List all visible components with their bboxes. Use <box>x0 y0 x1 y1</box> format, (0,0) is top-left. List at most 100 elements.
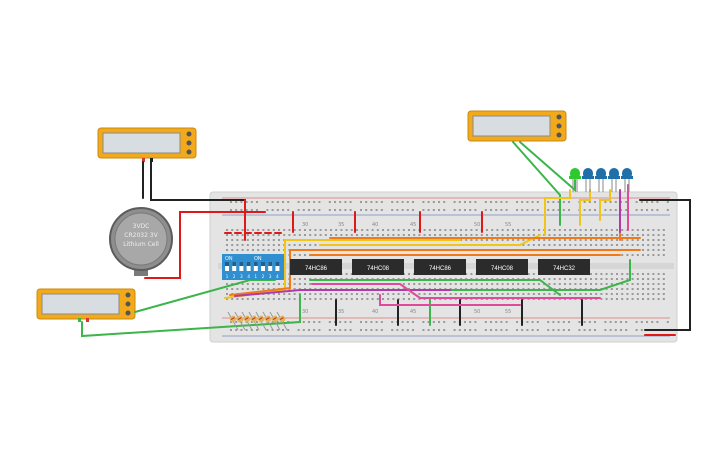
breadboard-hole[interactable] <box>391 201 394 203</box>
breadboard-hole[interactable] <box>361 229 364 231</box>
breadboard-hole[interactable] <box>584 239 587 241</box>
breadboard-hole[interactable] <box>267 288 270 290</box>
breadboard-hole[interactable] <box>428 229 431 231</box>
breadboard-hole[interactable] <box>412 209 414 211</box>
breadboard-hole[interactable] <box>231 249 234 251</box>
breadboard-hole[interactable] <box>506 234 509 236</box>
breadboard-hole[interactable] <box>444 234 447 236</box>
breadboard-hole[interactable] <box>583 209 586 211</box>
breadboard-hole[interactable] <box>610 298 613 300</box>
breadboard-hole[interactable] <box>309 293 312 295</box>
breadboard-hole[interactable] <box>574 244 577 246</box>
breadboard-hole[interactable] <box>621 273 624 275</box>
breadboard-hole[interactable] <box>401 209 404 211</box>
breadboard-hole[interactable] <box>297 329 300 331</box>
breadboard-hole[interactable] <box>516 321 518 323</box>
breadboard-hole[interactable] <box>412 201 414 203</box>
breadboard-hole[interactable] <box>298 278 301 280</box>
breadboard-hole[interactable] <box>636 298 639 300</box>
breadboard-hole[interactable] <box>657 278 660 280</box>
breadboard-hole[interactable] <box>469 321 472 323</box>
breadboard-hole[interactable] <box>642 229 644 231</box>
breadboard-hole[interactable] <box>278 239 280 241</box>
breadboard-hole[interactable] <box>583 329 586 331</box>
breadboard-hole[interactable] <box>330 298 332 300</box>
breadboard-hole[interactable] <box>428 293 431 295</box>
breadboard-hole[interactable] <box>304 293 306 295</box>
breadboard-hole[interactable] <box>600 283 603 285</box>
led-blue[interactable] <box>582 168 594 192</box>
breadboard-hole[interactable] <box>635 329 638 331</box>
breadboard-hole[interactable] <box>314 298 317 300</box>
breadboard-hole[interactable] <box>666 321 669 323</box>
breadboard-hole[interactable] <box>276 209 279 211</box>
breadboard-hole[interactable] <box>527 244 530 246</box>
breadboard-hole[interactable] <box>657 244 660 246</box>
breadboard-hole[interactable] <box>516 201 518 203</box>
breadboard-hole[interactable] <box>495 201 498 203</box>
chip-74hc86-2[interactable]: 74HC86 <box>414 259 466 275</box>
breadboard-hole[interactable] <box>298 283 301 285</box>
breadboard-hole[interactable] <box>600 229 603 231</box>
breadboard-hole[interactable] <box>402 229 405 231</box>
breadboard-hole[interactable] <box>402 234 405 236</box>
breadboard-hole[interactable] <box>626 298 629 300</box>
breadboard-hole[interactable] <box>454 283 457 285</box>
breadboard-hole[interactable] <box>605 244 608 246</box>
breadboard-hole[interactable] <box>594 329 596 331</box>
breadboard-hole[interactable] <box>564 293 566 295</box>
breadboard-hole[interactable] <box>339 201 342 203</box>
breadboard-hole[interactable] <box>609 321 612 323</box>
breadboard-hole[interactable] <box>345 298 348 300</box>
breadboard-hole[interactable] <box>604 321 607 323</box>
breadboard-hole[interactable] <box>266 201 269 203</box>
meter-knob-icon[interactable] <box>186 140 192 146</box>
breadboard-hole[interactable] <box>423 293 426 295</box>
breadboard-hole[interactable] <box>656 209 659 211</box>
breadboard-hole[interactable] <box>241 234 244 236</box>
breadboard-hole[interactable] <box>245 329 248 331</box>
breadboard-hole[interactable] <box>636 273 639 275</box>
breadboard-hole[interactable] <box>636 283 639 285</box>
breadboard-hole[interactable] <box>474 329 477 331</box>
breadboard-hole[interactable] <box>309 234 312 236</box>
breadboard-hole[interactable] <box>625 201 628 203</box>
breadboard-hole[interactable] <box>647 293 650 295</box>
breadboard-hole[interactable] <box>652 278 655 280</box>
breadboard-hole[interactable] <box>226 293 228 295</box>
breadboard-hole[interactable] <box>256 321 258 323</box>
breadboard-hole[interactable] <box>314 244 317 246</box>
breadboard-hole[interactable] <box>652 249 655 251</box>
breadboard-hole[interactable] <box>397 229 400 231</box>
breadboard-hole[interactable] <box>583 201 586 203</box>
dip-switch-slider[interactable] <box>232 262 237 266</box>
dip-switch-key[interactable] <box>275 262 280 271</box>
breadboard-hole[interactable] <box>272 234 275 236</box>
breadboard-hole[interactable] <box>318 321 321 323</box>
breadboard-hole[interactable] <box>318 209 321 211</box>
breadboard-hole[interactable] <box>470 293 473 295</box>
breadboard-hole[interactable] <box>600 239 603 241</box>
dip-switch-slider[interactable] <box>246 262 251 266</box>
breadboard-hole[interactable] <box>578 329 581 331</box>
breadboard-hole[interactable] <box>318 201 321 203</box>
breadboard-hole[interactable] <box>486 229 488 231</box>
breadboard-hole[interactable] <box>579 239 582 241</box>
breadboard-hole[interactable] <box>297 201 300 203</box>
chip-74hc08-2[interactable]: 74HC08 <box>476 259 528 275</box>
breadboard-hole[interactable] <box>526 201 529 203</box>
breadboard-hole[interactable] <box>465 293 468 295</box>
breadboard-hole[interactable] <box>521 201 524 203</box>
breadboard-hole[interactable] <box>226 298 228 300</box>
breadboard-hole[interactable] <box>454 229 457 231</box>
breadboard-hole[interactable] <box>245 209 248 211</box>
breadboard-hole[interactable] <box>621 239 624 241</box>
breadboard-hole[interactable] <box>250 209 253 211</box>
breadboard-hole[interactable] <box>583 321 586 323</box>
meter-knob-icon[interactable] <box>125 310 131 316</box>
breadboard-hole[interactable] <box>246 239 249 241</box>
breadboard-hole[interactable] <box>271 209 274 211</box>
breadboard-hole[interactable] <box>434 283 436 285</box>
breadboard-hole[interactable] <box>500 201 503 203</box>
breadboard-hole[interactable] <box>370 329 373 331</box>
